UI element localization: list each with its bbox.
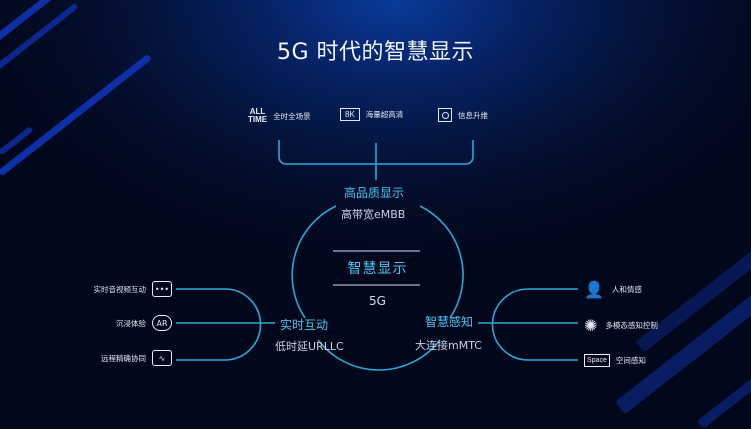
center-title: 智慧显示 xyxy=(347,261,408,277)
person-filter-icon: 👤 xyxy=(584,280,604,299)
8k-icon: 8K xyxy=(340,108,360,121)
feature-label: 海量超高清 xyxy=(365,110,404,119)
node-top-label: 高品质显示 xyxy=(344,186,405,200)
left-feature-remote: 远程精确协同 ∿ xyxy=(40,350,172,366)
node-left-label: 实时互动 xyxy=(280,318,329,332)
right-feature-space: Space 空间感知 xyxy=(584,354,646,367)
ar-icon: AR xyxy=(152,315,172,331)
divider xyxy=(333,284,420,286)
feature-8k: 8K 海量超高清 xyxy=(340,108,403,121)
info-upgrade-icon xyxy=(438,108,452,122)
feature-label: 信息升维 xyxy=(458,110,488,120)
right-feature-person: 👤 人和情感 xyxy=(584,280,642,299)
page-title: 5G 时代的智慧显示 xyxy=(276,40,475,65)
center-subtitle: 5G xyxy=(369,294,386,308)
feature-label: 多模态感知控制 xyxy=(605,321,658,330)
feature-info-upgrade: 信息升维 xyxy=(438,108,488,122)
feature-label: 空间感知 xyxy=(615,356,646,365)
space-icon: Space xyxy=(584,354,610,367)
node-left-sub: 低时延URLLC xyxy=(275,340,344,353)
left-feature-chat: 实时音视频互动 ••• xyxy=(40,281,172,297)
feature-label: 全时全场景 xyxy=(273,111,311,121)
node-top-sub: 高带宽eMBB xyxy=(341,208,406,221)
feature-label: 人和情感 xyxy=(611,285,642,294)
node-right-sub: 大连接mMTC xyxy=(415,339,482,352)
left-feature-ar: 沉浸体验 AR xyxy=(40,315,172,331)
feature-label: 实时音视频互动 xyxy=(93,284,147,294)
feature-label: 远程精确协同 xyxy=(101,353,146,363)
chat-icon: ••• xyxy=(152,281,172,297)
divider xyxy=(333,250,420,252)
right-feature-multimodal: ✺ 多模态感知控制 xyxy=(584,316,658,335)
feature-label: 沉浸体验 xyxy=(116,318,146,328)
node-right-label: 智慧感知 xyxy=(425,315,474,329)
remote-monitor-icon: ∿ xyxy=(152,350,172,366)
multimodal-icon: ✺ xyxy=(584,316,598,335)
